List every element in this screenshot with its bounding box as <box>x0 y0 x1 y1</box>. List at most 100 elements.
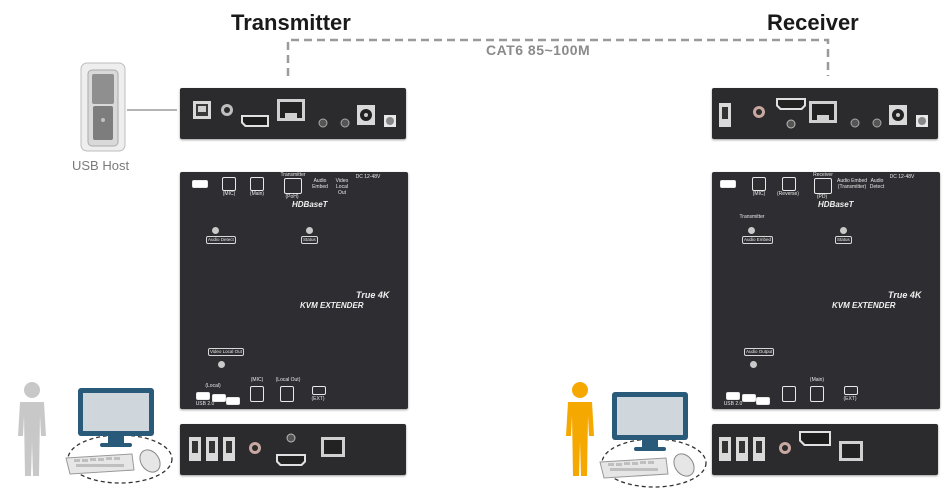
bottom-port-icon <box>782 386 796 402</box>
reverse-label: (Reverse) <box>777 191 799 197</box>
displayport-icon <box>799 431 831 446</box>
mic-jack-icon <box>779 442 791 454</box>
usb-logo-icon-4 <box>226 397 240 405</box>
video-local-out-box-label: Video Local Out <box>208 348 244 356</box>
mic-port-icon <box>222 177 236 191</box>
audio-embed-led <box>748 227 755 234</box>
hdmi-port-icon <box>776 98 806 129</box>
ext-port-icon <box>312 386 326 395</box>
usb-logo-icon-2 <box>196 392 210 400</box>
receiver-top-panel: (MIC) (Reverse) Receiver (PD) Audio Embe… <box>712 172 940 409</box>
receiver-rear-panel <box>712 88 938 139</box>
transmitter-rear-panel <box>180 88 406 139</box>
mic-bottom-port-icon <box>250 386 264 402</box>
audio-jack-icon <box>221 104 233 116</box>
rj45-front-port-icon <box>321 437 345 457</box>
mic-label: (MIC) <box>222 191 236 197</box>
ext-port-icon <box>844 386 858 395</box>
usb-a-ports-icon <box>719 437 765 461</box>
hdmi-port-icon <box>276 433 306 466</box>
hdbaset-logo: HDBaseT <box>818 200 854 209</box>
local-out-label: (Local Out) <box>275 377 301 383</box>
usb-b-port-icon <box>193 101 211 119</box>
audio-embed-box-label: Audio Embed <box>742 236 774 244</box>
usb20-label: USB 2.0 <box>195 401 215 407</box>
local-out-port-icon <box>280 386 294 402</box>
local-label: (Local) <box>205 383 221 389</box>
receiver-front-panel <box>712 424 938 475</box>
transmitter-top-panel: (MIC) (Main) Transmitter (PoH) Audio Emb… <box>180 172 408 409</box>
person-left-icon <box>18 382 46 476</box>
mic-label: (MIC) <box>752 191 766 197</box>
video-main-label: (Main) <box>249 191 265 197</box>
pd-label: (PD) <box>816 194 828 200</box>
dc-power-port-icon <box>889 105 907 125</box>
link-port-icon <box>284 178 302 194</box>
audio-output-box-label: Audio Output <box>744 348 775 356</box>
ext-label: (EXT) <box>843 396 857 402</box>
usb-host-label: USB Host <box>72 158 130 173</box>
receiver-port-label: Receiver <box>813 172 833 178</box>
mic-jack-icon <box>249 442 261 454</box>
hdbaset-logo: HDBaseT <box>292 200 328 209</box>
button-icon <box>850 118 860 128</box>
workstation-right-icon <box>599 392 707 488</box>
transmitter-small-label: Transmitter <box>739 214 765 220</box>
video-local-out-label: Video Local Out <box>335 178 349 196</box>
status-label: Status <box>301 236 318 244</box>
main-label: (Main) <box>809 377 825 383</box>
audio-embed-transmitter-label: Audio Embed (Transmitter) <box>836 178 868 190</box>
brand-title: True 4K <box>356 290 390 300</box>
cable-label: CAT6 85~100M <box>486 42 591 58</box>
brand-title: True 4K <box>888 290 922 300</box>
button-icon-2 <box>340 118 350 128</box>
rj45-port-icon <box>277 99 305 121</box>
receiver-title: Receiver <box>767 10 859 35</box>
dc-power-port-icon <box>357 105 375 125</box>
usb-logo-icon <box>720 180 736 188</box>
rj45-front-port-icon <box>839 441 863 461</box>
button-icon-2 <box>872 118 882 128</box>
poh-label: (PoH) <box>285 194 299 200</box>
usb-host-computer-icon <box>80 62 126 152</box>
reverse-port-icon <box>782 177 796 191</box>
ground-screw-icon <box>384 115 396 127</box>
usb-logo-icon-4 <box>756 397 770 405</box>
audio-jack-icon <box>753 106 765 118</box>
usb-logo-icon <box>192 180 208 188</box>
usb-logo-icon-2 <box>726 392 740 400</box>
brand-subtitle: KVM EXTENDER <box>300 301 364 310</box>
usb-a-port-icon <box>719 103 731 127</box>
mic-bottom-label: (MIC) <box>250 377 264 383</box>
host-connector-line <box>127 109 177 111</box>
status-led <box>306 227 313 234</box>
rj45-port-icon <box>809 101 837 123</box>
audio-detect-label: Audio Detect <box>206 236 236 244</box>
brand-subtitle: KVM EXTENDER <box>832 301 896 310</box>
dc-label: DC 12-48V <box>889 174 915 180</box>
audio-output-led <box>750 361 757 368</box>
usb-a-ports-icon <box>189 437 235 461</box>
mic-port-icon <box>752 177 766 191</box>
ext-label: (EXT) <box>311 396 325 402</box>
usb-logo-icon-3 <box>212 394 226 402</box>
button-icon <box>318 118 328 128</box>
link-port-icon <box>814 178 832 194</box>
audio-detect-top-label: Audio Detect <box>869 178 885 190</box>
status-label: Status <box>835 236 852 244</box>
person-right-icon <box>566 382 594 476</box>
main-port-icon <box>810 386 824 402</box>
transmitter-title: Transmitter <box>231 10 351 35</box>
workstation-left-icon <box>65 388 173 484</box>
transmitter-front-panel <box>180 424 406 475</box>
audio-detect-led <box>212 227 219 234</box>
ground-screw-icon <box>916 115 928 127</box>
transmitter-port-label: Transmitter <box>280 172 306 178</box>
audio-embed-label: Audio Embed <box>312 178 328 190</box>
cat6-cable-line <box>286 38 830 76</box>
displayport-icon <box>241 115 269 127</box>
video-local-out-led <box>218 361 225 368</box>
dc-label: DC 12-48V <box>355 174 381 180</box>
usb20-label: USB 2.0 <box>723 401 743 407</box>
status-led <box>840 227 847 234</box>
